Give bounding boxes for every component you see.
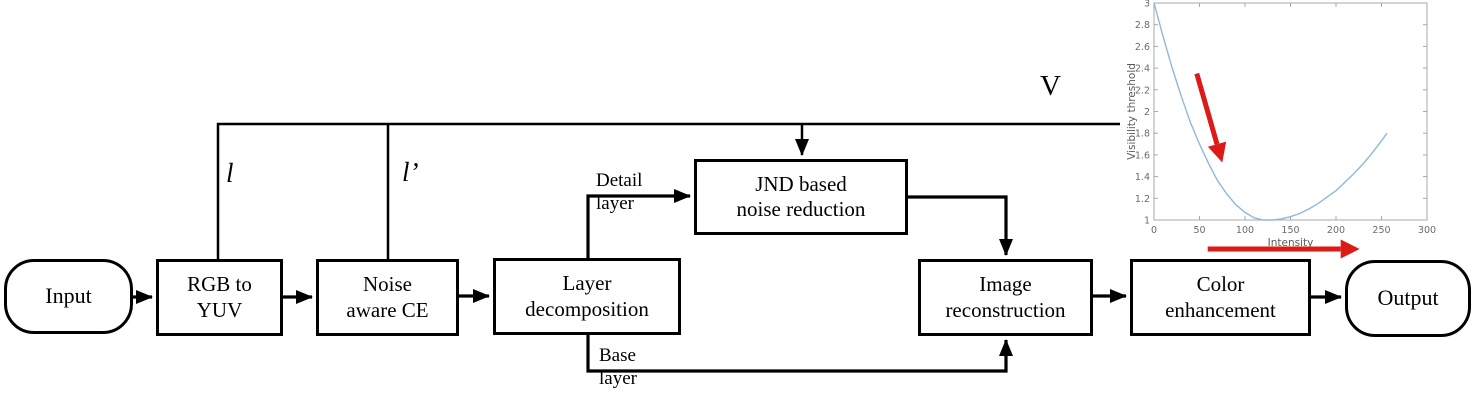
svg-text:50: 50 (1193, 225, 1205, 236)
edge-label-l-prime: l’ (402, 157, 419, 187)
svg-text:1.6: 1.6 (1135, 150, 1150, 161)
node-noise-aware-ce-line2: aware CE (346, 297, 429, 322)
svg-text:1: 1 (1144, 216, 1150, 227)
edge-label-base-line2: layer (599, 368, 637, 390)
svg-text:2.4: 2.4 (1135, 64, 1150, 75)
node-jnd-noise-reduction-line1: JND based (755, 171, 847, 196)
node-output: Output (1345, 260, 1471, 337)
node-noise-aware-ce: Noise aware CE (316, 259, 459, 336)
node-rgb-to-yuv: RGB to YUV (156, 259, 283, 336)
svg-text:0: 0 (1151, 225, 1157, 236)
node-rgb-to-yuv-line2: YUV (196, 297, 243, 322)
svg-text:1.4: 1.4 (1135, 172, 1150, 183)
node-color-enhancement-line2: enhancement (1165, 297, 1276, 322)
svg-text:300: 300 (1418, 225, 1436, 236)
svg-text:2.6: 2.6 (1135, 42, 1150, 53)
svg-text:3: 3 (1144, 0, 1150, 10)
svg-text:150: 150 (1281, 225, 1299, 236)
node-jnd-noise-reduction-line2: noise reduction (736, 197, 866, 221)
node-color-enhancement: Color enhancement (1130, 259, 1311, 336)
svg-text:Visibility threshold: Visibility threshold (1126, 63, 1138, 160)
svg-text:200: 200 (1327, 225, 1345, 236)
edge-label-detail-line2: layer (596, 193, 634, 215)
node-input: Input (4, 259, 133, 334)
edge-label-v: V (1040, 70, 1061, 102)
node-layer-decomposition-line1: Layer (562, 271, 612, 296)
edge-label-l: l (226, 158, 234, 188)
svg-text:Intensity: Intensity (1268, 237, 1314, 249)
edge-label-detail-layer: Detail layer (596, 169, 642, 215)
node-layer-decomposition-line2: decomposition (525, 296, 649, 321)
node-layer-decomposition: Layer decomposition (493, 258, 681, 335)
edge-label-detail-line1: Detail (596, 170, 643, 191)
svg-text:100: 100 (1236, 225, 1254, 236)
node-color-enhancement-line1: Color (1196, 272, 1245, 297)
node-noise-aware-ce-line1: Noise (363, 272, 412, 297)
visibility-threshold-chart: 0 50 100 150 200 250 300 1 1.2 1.4 1.6 1.8 2 2.2 2.4 2.… (1126, 0, 1436, 259)
svg-text:1.2: 1.2 (1135, 194, 1150, 205)
node-output-label: Output (1377, 285, 1439, 311)
node-input-label: Input (45, 283, 92, 309)
node-rgb-to-yuv-line1: RGB to (187, 272, 252, 297)
node-image-reconstruction-line1: Image (979, 272, 1032, 297)
svg-text:2.8: 2.8 (1135, 20, 1150, 31)
svg-text:2: 2 (1144, 107, 1150, 118)
edge-label-base-line1: Base (599, 345, 636, 366)
node-image-reconstruction-line2: reconstruction (945, 297, 1066, 322)
svg-text:2.2: 2.2 (1135, 85, 1150, 96)
node-image-reconstruction: Image reconstruction (918, 259, 1093, 336)
svg-text:1.8: 1.8 (1135, 129, 1150, 140)
edge-label-base-layer: Base layer (599, 344, 637, 390)
node-jnd-noise-reduction: JND based noise reduction (694, 159, 908, 235)
svg-text:250: 250 (1372, 225, 1390, 236)
